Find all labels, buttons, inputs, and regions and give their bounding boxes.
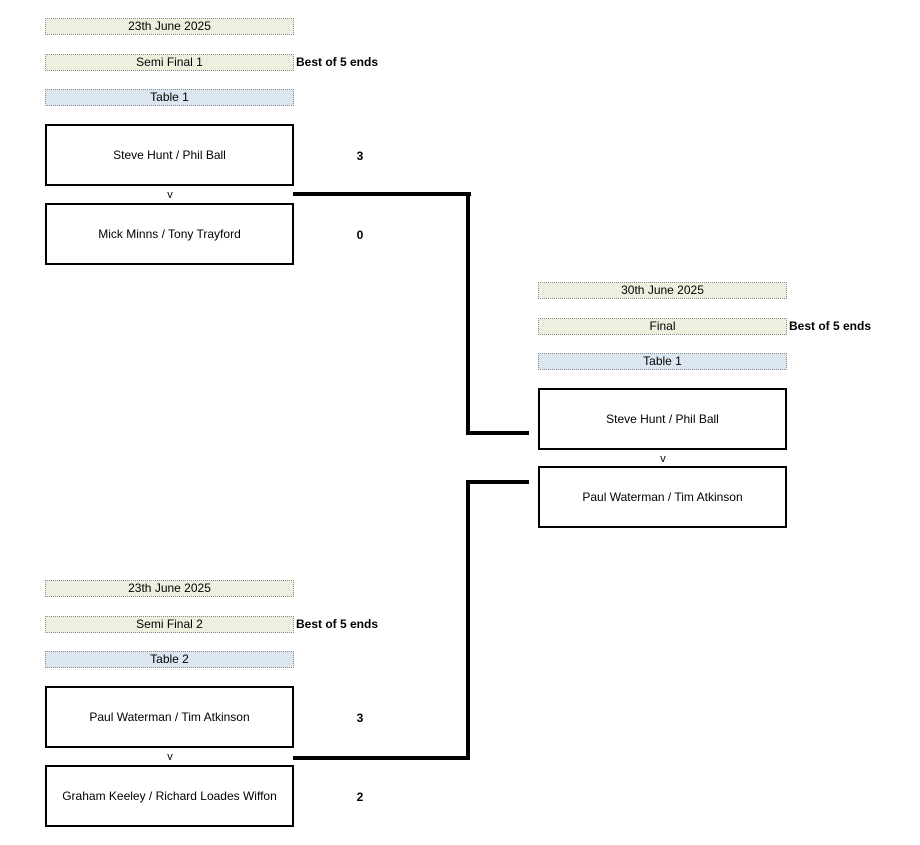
- final-round-label: Final: [538, 318, 787, 335]
- semi2-round-label: Semi Final 2: [45, 616, 294, 633]
- bracket-line-upper-vertical: [466, 192, 470, 435]
- final-date: 30th June 2025: [538, 282, 787, 299]
- bracket-line-final-upper: [466, 431, 529, 435]
- semi2-date: 23th June 2025: [45, 580, 294, 597]
- semi1-team-a: Steve Hunt / Phil Ball: [45, 124, 294, 186]
- final-team-b-name: Paul Waterman / Tim Atkinson: [582, 490, 743, 504]
- final-format: Best of 5 ends: [789, 319, 872, 333]
- final-table: Table 1: [538, 353, 787, 370]
- bracket-line-lower-vertical: [466, 480, 470, 760]
- final-team-a: Steve Hunt / Phil Ball: [538, 388, 787, 450]
- final-vs: v: [660, 453, 666, 465]
- semi1-date: 23th June 2025: [45, 18, 294, 35]
- semi2-team-a: Paul Waterman / Tim Atkinson: [45, 686, 294, 748]
- semi1-format: Best of 5 ends: [296, 55, 379, 69]
- semi2-score-a: 3: [356, 711, 364, 725]
- semi2-table: Table 2: [45, 651, 294, 668]
- semi1-score-a: 3: [356, 149, 364, 163]
- semi2-team-b: Graham Keeley / Richard Loades Wiffon: [45, 765, 294, 827]
- semi2-team-a-name: Paul Waterman / Tim Atkinson: [89, 710, 250, 724]
- semi2-score-b: 2: [356, 790, 364, 804]
- final-team-b: Paul Waterman / Tim Atkinson: [538, 466, 787, 528]
- semi1-table: Table 1: [45, 89, 294, 106]
- bracket-line-semi1-horizontal: [293, 192, 471, 196]
- semi1-team-b-name: Mick Minns / Tony Trayford: [98, 227, 241, 241]
- bracket-line-final-lower: [466, 480, 529, 484]
- semi1-vs: v: [167, 189, 173, 201]
- semi1-round-label: Semi Final 1: [45, 54, 294, 71]
- bracket-line-semi2-horizontal: [293, 756, 470, 760]
- semi2-vs: v: [167, 751, 173, 763]
- semi2-format: Best of 5 ends: [296, 617, 379, 631]
- semi1-score-b: 0: [356, 228, 364, 242]
- semi1-team-b: Mick Minns / Tony Trayford: [45, 203, 294, 265]
- semi2-team-b-name: Graham Keeley / Richard Loades Wiffon: [62, 789, 277, 803]
- final-team-a-name: Steve Hunt / Phil Ball: [606, 412, 719, 426]
- semi1-team-a-name: Steve Hunt / Phil Ball: [113, 148, 226, 162]
